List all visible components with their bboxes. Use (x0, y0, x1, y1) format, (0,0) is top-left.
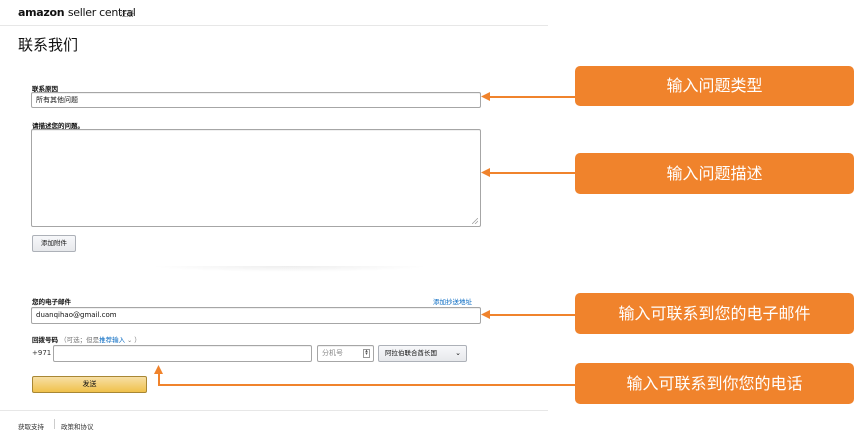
register-link[interactable]: 注册 (120, 10, 134, 18)
amazon-seller-central-logo[interactable]: amazon seller central (18, 6, 136, 19)
extension-placeholder: 分机号 (322, 349, 343, 357)
recommended-input-link[interactable]: 推荐输入 (99, 336, 126, 344)
send-button[interactable]: 发送 (32, 376, 147, 393)
arrow-head-icon (481, 168, 490, 177)
add-attachment-label: 添加附件 (41, 239, 67, 247)
callout-issue-description: 输入问题描述 (575, 153, 854, 194)
policies-link[interactable]: 政策和协议 (61, 423, 94, 431)
arrow-issue-type (488, 96, 575, 98)
footer-separator (54, 419, 55, 429)
contact-reason-value: 所有其他问题 (36, 96, 78, 104)
callout-issue-type: 输入问题类型 (575, 66, 854, 106)
chevron-down-icon: ⌄ (455, 349, 461, 357)
arrow-phone-vertical (158, 372, 160, 385)
callback-number-label: 回拨号码 (32, 336, 58, 344)
callback-hint-suffix: ） (134, 336, 141, 344)
callback-hint-prefix: （可选；但是 (60, 336, 100, 344)
email-label: 您的电子邮件 (32, 298, 71, 306)
phone-number-input[interactable] (53, 345, 312, 362)
arrow-head-icon (481, 310, 490, 319)
callout-phone: 输入可联系到你您的电话 (575, 363, 854, 404)
describe-issue-label: 请描述您的问题。 (32, 122, 84, 130)
country-code: +971 (32, 349, 52, 357)
section-divider (150, 266, 430, 272)
callback-number-label-row: 回拨号码 （可选；但是推荐输入 ⌄ ） (32, 334, 141, 344)
chevron-down-icon[interactable]: ⌄ (127, 337, 133, 344)
arrow-issue-description (488, 172, 575, 174)
country-select-value: 阿拉伯联合酋长国 (385, 349, 437, 357)
country-select[interactable]: 阿拉伯联合酋长国 ⌄ (378, 345, 467, 362)
email-input[interactable]: duanqihao@gmail.com (31, 307, 481, 324)
describe-issue-textarea[interactable] (31, 129, 481, 227)
logo-sub-text: seller central (67, 6, 136, 19)
logo-main-text: amazon (18, 6, 65, 19)
header-divider (0, 25, 548, 26)
arrow-phone-horizontal (158, 384, 575, 386)
arrow-email (488, 314, 575, 316)
get-support-link[interactable]: 获取支持 (18, 423, 44, 431)
add-attachment-button[interactable]: 添加附件 (32, 235, 76, 252)
page-title: 联系我们 (18, 36, 79, 54)
arrow-head-icon (481, 92, 490, 101)
email-value: duanqihao@gmail.com (36, 311, 117, 319)
arrow-head-icon (154, 365, 163, 374)
stepper-icon[interactable]: ▴▾ (363, 349, 370, 358)
contact-reason-label: 联系原因 (32, 85, 58, 93)
extension-input[interactable]: 分机号 ▴▾ (317, 345, 374, 362)
footer-divider (0, 410, 548, 411)
callout-email: 输入可联系到您的电子邮件 (575, 293, 854, 334)
resize-handle-icon[interactable] (472, 218, 478, 224)
contact-reason-input[interactable]: 所有其他问题 (31, 92, 481, 108)
send-label: 发送 (82, 380, 97, 388)
add-cc-address-link[interactable]: 添加抄送地址 (433, 298, 472, 306)
